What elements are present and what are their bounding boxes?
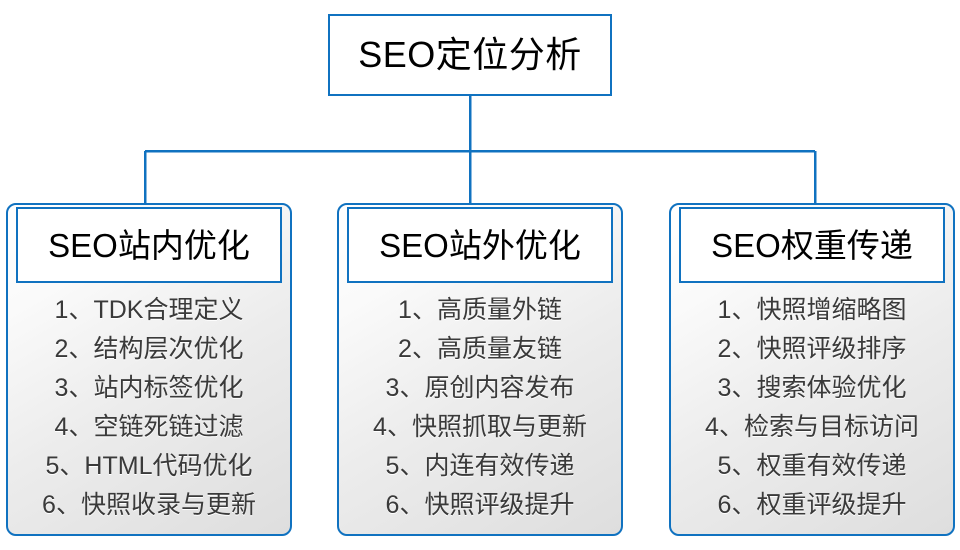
branch-header-offsite[interactable]: SEO站外优化 [347,207,613,283]
branch-group-weight[interactable]: SEO权重传递 1、快照增缩略图 2、快照评级排序 3、搜索体验优化 4、检索与… [669,203,955,536]
root-node[interactable]: SEO定位分析 [328,14,612,96]
list-item[interactable]: 4、快照抓取与更新 [373,413,587,441]
list-item[interactable]: 5、权重有效传递 [717,452,907,480]
list-item[interactable]: 4、空链死链过滤 [54,413,244,441]
branch-item-list-onsite: 1、TDK合理定义 2、结构层次优化 3、站内标签优化 4、空链死链过滤 5、H… [6,291,292,525]
branch-header-label: SEO站内优化 [48,226,250,264]
list-item[interactable]: 3、站内标签优化 [54,374,244,402]
list-item[interactable]: 6、快照收录与更新 [42,491,256,519]
list-item[interactable]: 1、高质量外链 [398,296,562,324]
list-item[interactable]: 5、内连有效传递 [385,452,575,480]
list-item[interactable]: 3、原创内容发布 [385,374,575,402]
branch-header-weight[interactable]: SEO权重传递 [679,207,945,283]
branch-item-list-offsite: 1、高质量外链 2、高质量友链 3、原创内容发布 4、快照抓取与更新 5、内连有… [337,291,623,525]
list-item[interactable]: 2、结构层次优化 [54,335,244,363]
list-item[interactable]: 6、快照评级提升 [385,491,575,519]
root-node-label: SEO定位分析 [358,34,582,75]
branch-item-list-weight: 1、快照增缩略图 2、快照评级排序 3、搜索体验优化 4、检索与目标访问 5、权… [669,291,955,525]
branch-header-label: SEO权重传递 [711,226,913,264]
list-item[interactable]: 6、权重评级提升 [717,491,907,519]
branch-group-onsite[interactable]: SEO站内优化 1、TDK合理定义 2、结构层次优化 3、站内标签优化 4、空链… [6,203,292,536]
list-item[interactable]: 3、搜索体验优化 [717,374,907,402]
list-item[interactable]: 5、HTML代码优化 [45,452,253,480]
branch-group-offsite[interactable]: SEO站外优化 1、高质量外链 2、高质量友链 3、原创内容发布 4、快照抓取与… [337,203,623,536]
list-item[interactable]: 2、高质量友链 [398,335,562,363]
list-item[interactable]: 4、检索与目标访问 [705,413,919,441]
list-item[interactable]: 2、快照评级排序 [717,335,907,363]
list-item[interactable]: 1、快照增缩略图 [717,296,907,324]
list-item[interactable]: 1、TDK合理定义 [54,296,244,324]
branch-header-label: SEO站外优化 [379,226,581,264]
branch-header-onsite[interactable]: SEO站内优化 [16,207,282,283]
